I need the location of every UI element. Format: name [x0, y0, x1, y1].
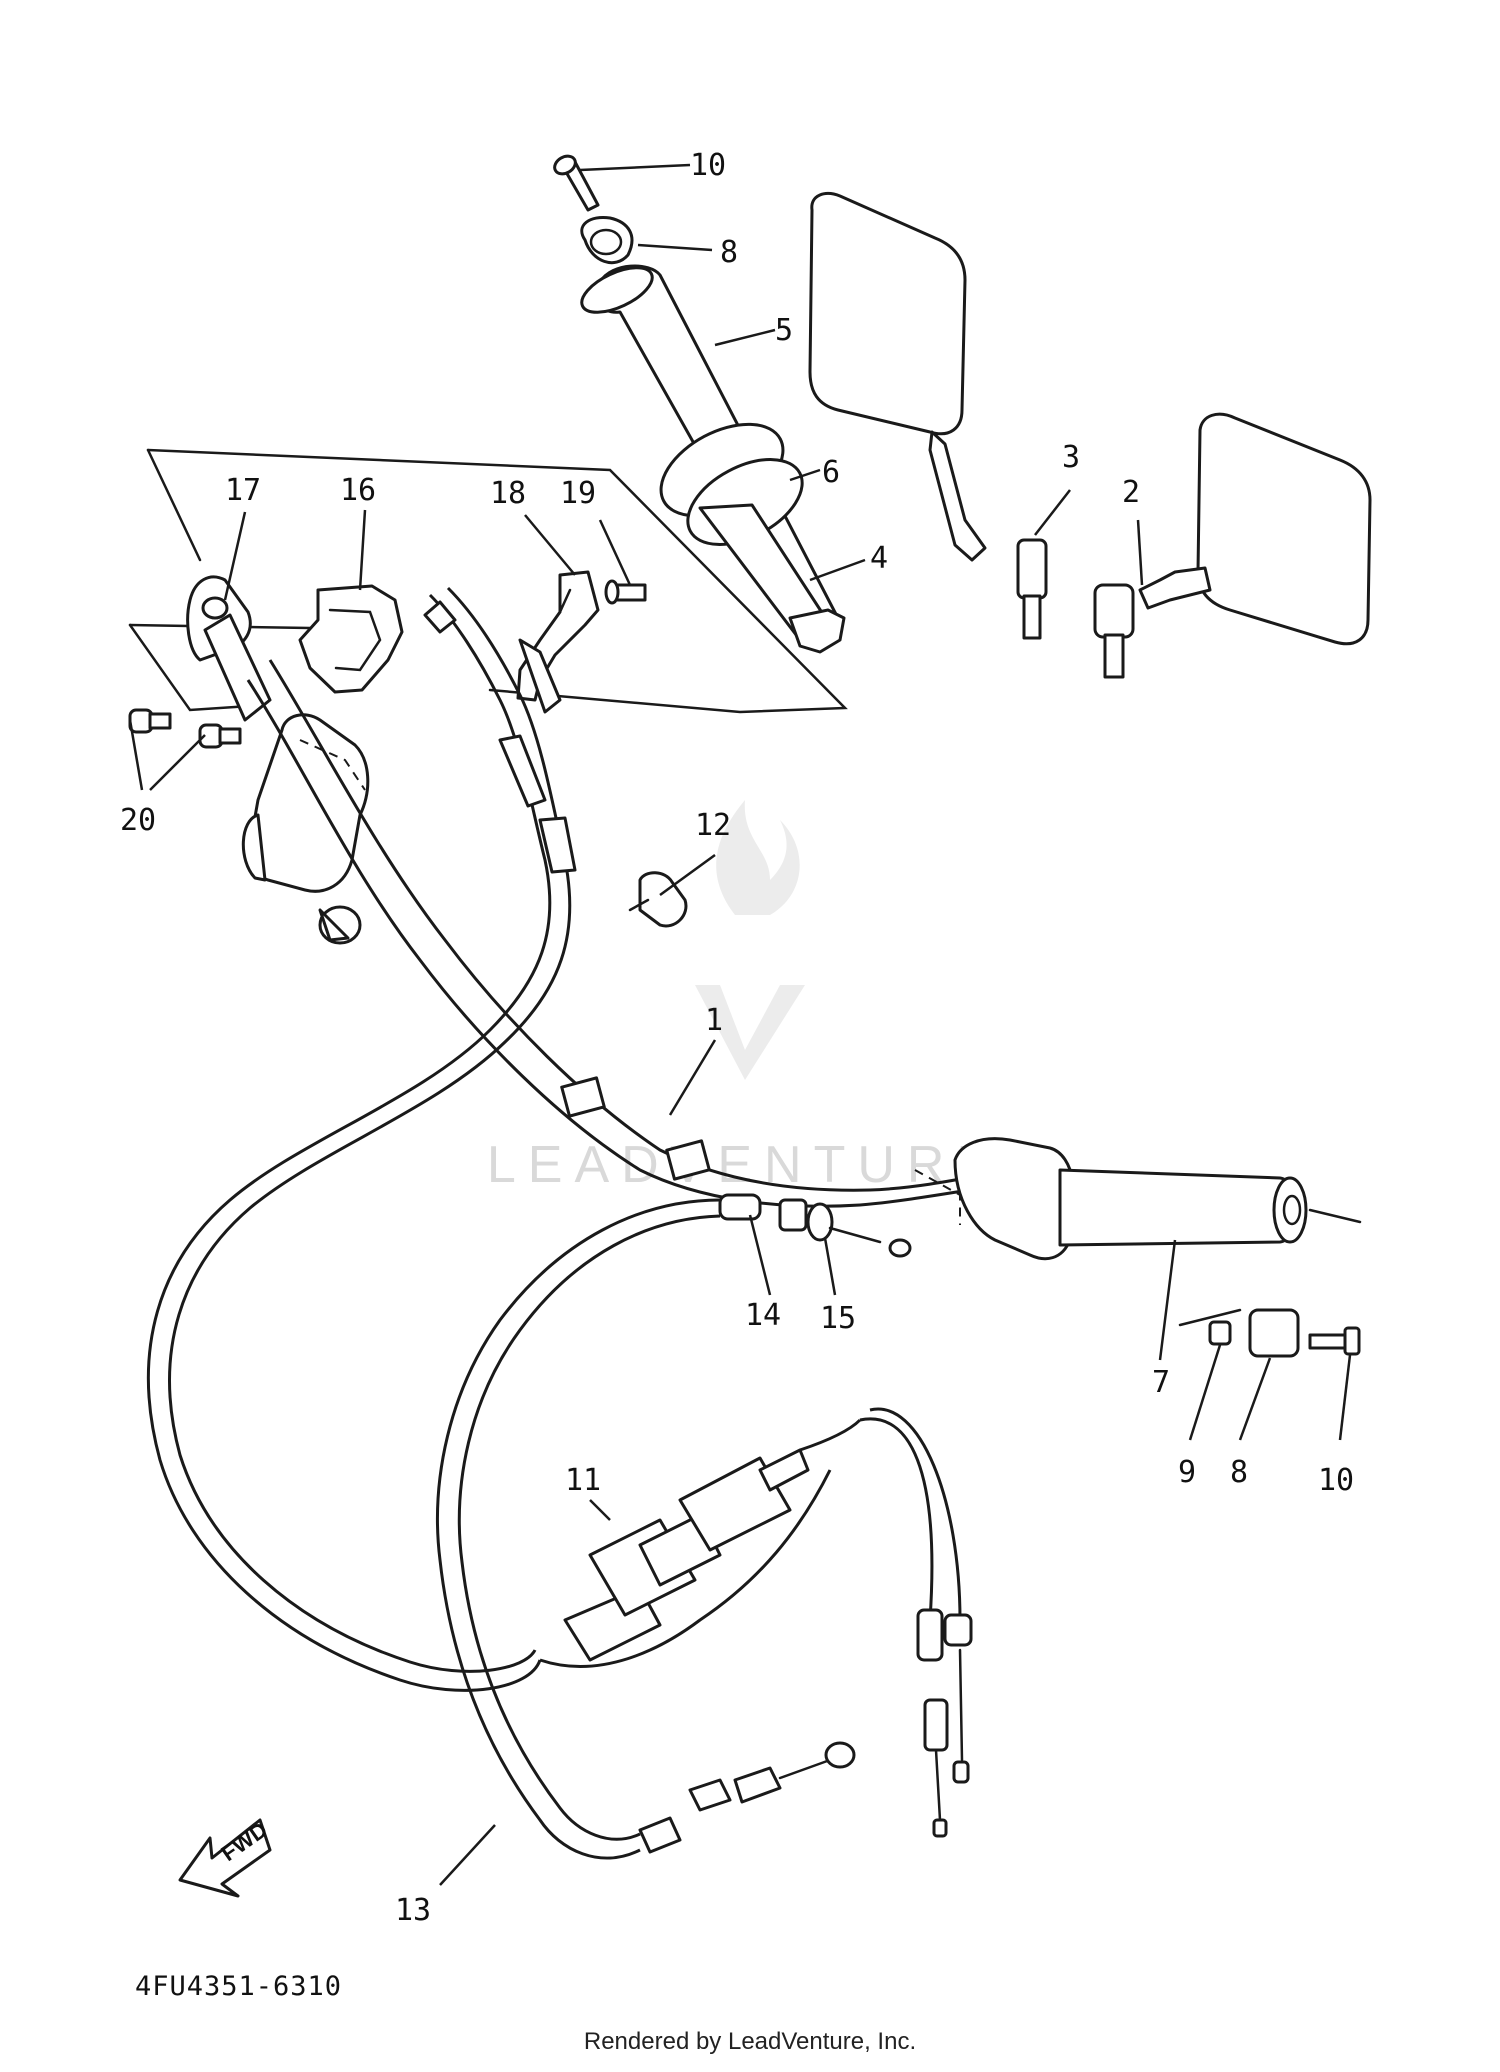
watermark-text: LEADVENTURE	[487, 1136, 1003, 1194]
part-code: 4FU4351-6310	[135, 1971, 342, 2002]
throttle-small-parts	[718, 1193, 912, 1258]
watermark: LEADVENTURE	[487, 800, 1003, 1194]
callouts: 10 8 5 6 4 3 2 17 16 18 19 20 12 1 14 15…	[120, 148, 1354, 1928]
left-switch-housing	[241, 713, 370, 945]
cable-clip	[628, 871, 688, 928]
callout-1: 1	[705, 1003, 723, 1038]
throttle-grip-assembly	[553, 154, 846, 654]
clutch-lever	[516, 570, 600, 702]
callout-10-bottom: 10	[1318, 1463, 1354, 1498]
bar-end-right	[1208, 1308, 1361, 1358]
callout-2: 2	[1122, 475, 1140, 510]
callout-3: 3	[1062, 440, 1080, 475]
callout-9: 9	[1178, 1455, 1196, 1490]
bracket	[298, 584, 404, 694]
callout-4: 4	[870, 541, 888, 576]
callout-20: 20	[120, 803, 156, 838]
leader-lines	[128, 163, 1352, 1886]
render-credit: Rendered by LeadVenture, Inc.	[583, 2028, 917, 2055]
callout-7: 7	[1152, 1365, 1170, 1400]
callout-8-bottom: 8	[1230, 1455, 1248, 1490]
callout-16: 16	[340, 473, 376, 508]
callout-13: 13	[395, 1893, 431, 1928]
callout-12: 12	[695, 808, 731, 843]
callout-11: 11	[565, 1463, 601, 1498]
handlebar-cable	[246, 659, 1041, 1208]
callout-6: 6	[822, 455, 840, 490]
mirror-right	[1093, 412, 1372, 679]
fwd-arrow: FWD	[178, 1817, 272, 1898]
mirror-upper	[808, 192, 1048, 640]
throttle-cables	[436, 1198, 973, 1860]
callout-15: 15	[820, 1301, 856, 1336]
clutch-cable	[146, 586, 577, 1692]
screw	[604, 579, 647, 605]
callout-18: 18	[490, 476, 526, 511]
lever-holder	[186, 575, 272, 722]
callout-17: 17	[225, 473, 261, 508]
right-switch-grip	[914, 1137, 1362, 1327]
callout-8-top: 8	[720, 235, 738, 270]
screws-20	[128, 708, 242, 749]
callout-10-top: 10	[690, 148, 726, 183]
callout-19: 19	[560, 476, 596, 511]
callout-5: 5	[775, 313, 793, 348]
callout-14: 14	[745, 1298, 781, 1333]
